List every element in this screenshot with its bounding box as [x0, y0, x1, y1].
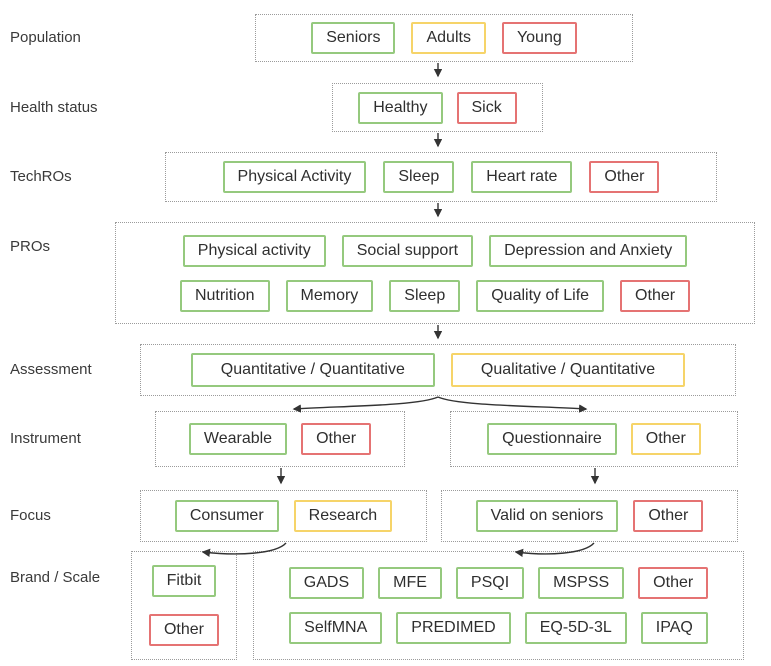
- arrow-assessment-to-wearable: [292, 396, 439, 413]
- row-label-assessment: Assessment: [10, 361, 92, 378]
- node-healthy: Healthy: [358, 91, 443, 124]
- node-wearable: Wearable: [188, 423, 288, 455]
- node-sick: Sick: [456, 91, 517, 124]
- node-consumer: Consumer: [174, 500, 279, 532]
- node-social-support: Social support: [341, 234, 474, 267]
- group-instrument-questionnaire: Questionnaire Other: [450, 411, 738, 467]
- row-label-population: Population: [10, 29, 81, 46]
- node-other-instrument-left: Other: [301, 423, 372, 455]
- group-brand-wearable: Fitbit Other: [131, 551, 237, 660]
- node-other-instrument-right: Other: [630, 423, 701, 455]
- group-focus-questionnaire: Valid on seniors Other: [441, 490, 738, 542]
- node-mspss: MSPSS: [538, 567, 625, 599]
- node-selfmna: SelfMNA: [289, 612, 383, 644]
- node-seniors: Seniors: [311, 22, 396, 54]
- node-other-techro: Other: [589, 161, 660, 193]
- node-other-focus: Other: [633, 500, 704, 532]
- node-qualitative-quantitative: Qualitative / Quantitative: [450, 353, 686, 387]
- group-health-status: Healthy Sick: [332, 83, 543, 132]
- node-young: Young: [501, 22, 577, 54]
- node-predimed: PREDIMED: [396, 612, 511, 644]
- node-sleep-pro: Sleep: [389, 279, 461, 312]
- row-label-instrument: Instrument: [10, 430, 81, 447]
- group-pros: Physical activity Social support Depress…: [115, 222, 755, 324]
- node-quantitative-quantitative: Quantitative / Quantitative: [190, 353, 435, 387]
- node-quality-of-life: Quality of Life: [476, 279, 605, 312]
- node-questionnaire: Questionnaire: [487, 423, 617, 455]
- row-label-health-status: Health status: [10, 99, 98, 116]
- node-eq-5d-3l: EQ-5D-3L: [524, 612, 627, 644]
- node-valid-on-seniors: Valid on seniors: [475, 500, 619, 532]
- node-heart-rate: Heart rate: [471, 161, 573, 193]
- row-label-pros: PROs: [10, 238, 51, 255]
- row-label-focus: Focus: [10, 507, 51, 524]
- node-depression-anxiety: Depression and Anxiety: [489, 234, 688, 267]
- node-other-brand: Other: [148, 614, 219, 646]
- node-mfe: MFE: [378, 567, 442, 599]
- group-techros: Physical Activity Sleep Heart rate Other: [165, 152, 717, 202]
- group-population: Seniors Adults Young: [255, 14, 633, 62]
- arrow-assessment-to-questionnaire: [437, 396, 588, 413]
- group-focus-wearable: Consumer Research: [140, 490, 427, 542]
- group-scales: GADS MFE PSQI MSPSS Other SelfMNA PREDIM…: [253, 551, 744, 660]
- node-other-pro: Other: [620, 279, 691, 312]
- node-physical-activity-techro: Physical Activity: [222, 161, 367, 193]
- node-other-scale: Other: [638, 567, 709, 599]
- node-memory: Memory: [285, 279, 374, 312]
- group-instrument-wearable: Wearable Other: [155, 411, 405, 467]
- row-label-brand-scale: Brand / Scale: [10, 569, 101, 586]
- node-gads: GADS: [288, 567, 365, 599]
- node-sleep-techro: Sleep: [383, 161, 455, 193]
- row-label-techros: TechROs: [10, 168, 72, 185]
- node-ipaq: IPAQ: [640, 612, 708, 644]
- node-psqi: PSQI: [455, 567, 525, 599]
- node-adults: Adults: [411, 22, 486, 54]
- group-assessment: Quantitative / Quantitative Qualitative …: [140, 344, 736, 396]
- node-nutrition: Nutrition: [179, 279, 270, 312]
- node-fitbit: Fitbit: [151, 565, 217, 597]
- node-physical-activity-pro: Physical activity: [182, 234, 326, 267]
- node-research: Research: [293, 500, 393, 532]
